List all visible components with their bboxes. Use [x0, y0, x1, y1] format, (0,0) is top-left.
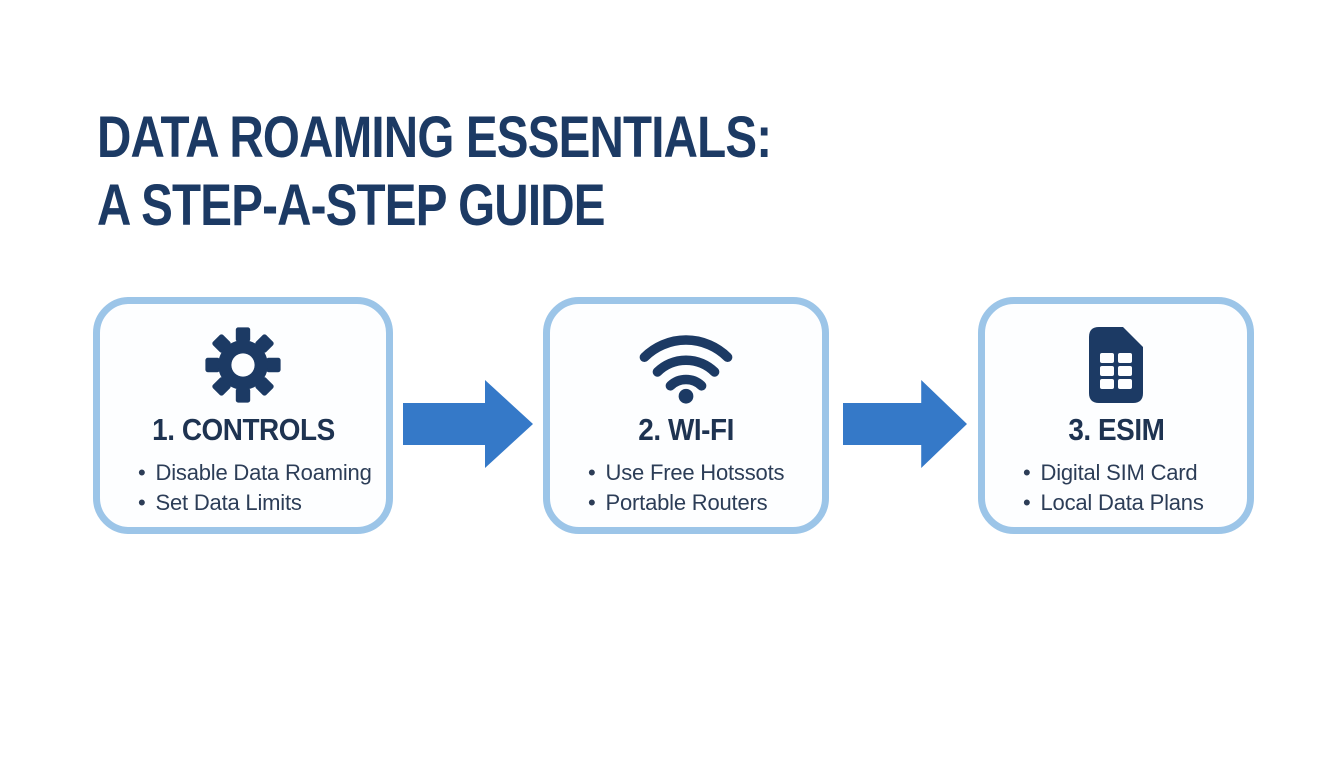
gear-icon	[203, 324, 283, 406]
bullet-text: Portable Routers	[605, 489, 768, 515]
bullet-text: Disable Data Roaming	[155, 460, 372, 485]
bullet-item: • Local Data Plans	[1023, 488, 1204, 518]
bullet-dot: •	[1023, 489, 1031, 515]
bullet-item: • Digital SIM Card	[1023, 458, 1204, 488]
step-heading-text: 1. CONTROLS	[151, 412, 335, 447]
step-card-wifi: 2. WI-FI • Use Free Hotssots • Portable …	[543, 297, 829, 534]
bullet-text: Use Free Hotssots	[605, 460, 785, 485]
step-card-controls: 1. CONTROLS • Disable Data Roaming • Set…	[93, 297, 393, 534]
bullet-item: • Disable Data Roaming	[138, 458, 372, 488]
step-heading-text: 3. ESIM	[1067, 412, 1165, 447]
bullet-dot: •	[588, 460, 596, 485]
step-heading-text: 2. WI-FI	[638, 412, 734, 447]
step-bullets: • Digital SIM Card • Local Data Plans	[985, 458, 1216, 518]
arrow-right-icon	[843, 380, 967, 468]
page-title-line1: DATA ROAMING ESSENTIALS:	[97, 105, 772, 170]
bullet-text: Local Data Plans	[1040, 489, 1204, 515]
bullet-item: • Set Data Limits	[138, 488, 372, 518]
step-card-esim: 3. ESIM • Digital SIM Card • Local Data …	[978, 297, 1254, 534]
arrow-right-icon	[403, 380, 533, 468]
bullet-dot: •	[138, 489, 146, 515]
bullet-dot: •	[1023, 460, 1031, 485]
bullet-text: Set Data Limits	[155, 489, 302, 515]
page-title: DATA ROAMING ESSENTIALS: A STEP-A-STEP G…	[97, 104, 772, 241]
bullet-dot: •	[138, 460, 146, 485]
step-heading: 2. WI-FI	[633, 412, 739, 448]
sim-card-icon	[1089, 324, 1143, 406]
step-bullets: • Disable Data Roaming • Set Data Limits	[100, 458, 384, 518]
page-title-line2: A STEP-A-STEP GUIDE	[97, 173, 605, 239]
bullet-dot: •	[588, 489, 596, 515]
wifi-icon	[634, 324, 738, 406]
step-bullets: • Use Free Hotssots • Portable Routers	[550, 458, 796, 518]
bullet-item: • Use Free Hotssots	[588, 458, 784, 488]
bullet-item: • Portable Routers	[588, 488, 784, 518]
step-heading: 1. CONTROLS	[142, 412, 345, 448]
bullet-text: Digital SIM Card	[1040, 460, 1198, 485]
step-heading: 3. ESIM	[1063, 412, 1170, 448]
